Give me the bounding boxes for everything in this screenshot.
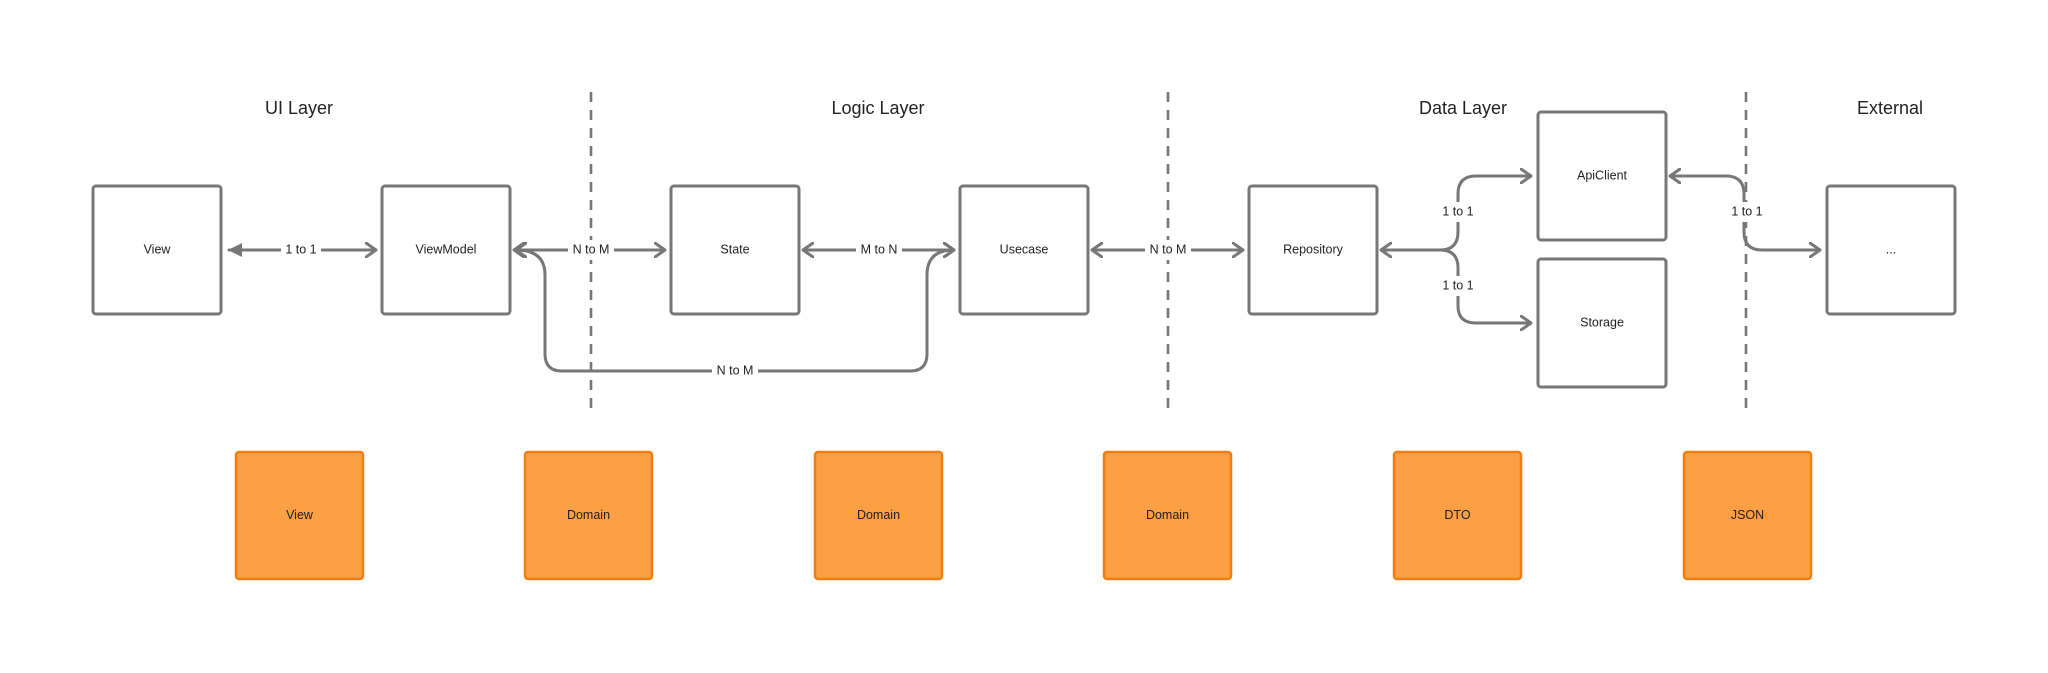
node-usecase: Usecase — [958, 184, 1090, 316]
svg-text:View: View — [144, 242, 172, 256]
svg-text:Storage: Storage — [1580, 315, 1624, 329]
edge-label-view-viewmodel: 1 to 1 — [281, 240, 321, 260]
svg-text:N to M: N to M — [717, 363, 754, 377]
node-view: View — [91, 184, 223, 316]
node-apiclient: ApiClient — [1536, 110, 1668, 242]
svg-text:M to N: M to N — [861, 242, 898, 256]
node-viewmodel: ViewModel — [380, 184, 512, 316]
svg-text:JSON: JSON — [1731, 508, 1764, 522]
svg-text:Usecase: Usecase — [1000, 242, 1049, 256]
type-box-ui: View — [234, 450, 365, 581]
svg-text:1 to 1: 1 to 1 — [285, 242, 316, 256]
layer-title-external: External — [1857, 98, 1923, 118]
node-storage: Storage — [1536, 257, 1668, 389]
svg-text:DTO: DTO — [1444, 508, 1470, 522]
type-box-repository: DTO — [1392, 450, 1523, 581]
type-box-viewmodel: Domain — [523, 450, 654, 581]
node-state: State — [669, 184, 801, 316]
svg-text:N to M: N to M — [1150, 242, 1187, 256]
svg-text:N to M: N to M — [573, 242, 610, 256]
node-external: ... — [1825, 184, 1957, 316]
svg-text:State: State — [720, 242, 749, 256]
svg-text:1 to 1: 1 to 1 — [1442, 278, 1473, 292]
edge-label-usecase-repository: N to M — [1145, 240, 1191, 260]
edge-label-viewmodel-state: N to M — [568, 240, 614, 260]
layer-title-ui: UI Layer — [265, 98, 333, 118]
layer-title-logic: Logic Layer — [831, 98, 924, 118]
svg-text:Repository: Repository — [1283, 242, 1343, 256]
edge-label-state-usecase: M to N — [856, 240, 902, 260]
type-box-external: JSON — [1682, 450, 1813, 581]
edge-label-repository-apiclient: 1 to 1 — [1438, 202, 1478, 222]
edge-label-repository-storage: 1 to 1 — [1438, 276, 1478, 296]
svg-text:ViewModel: ViewModel — [416, 242, 477, 256]
type-box-state: Domain — [813, 450, 944, 581]
svg-text:Domain: Domain — [1146, 508, 1189, 522]
type-box-usecase: Domain — [1102, 450, 1233, 581]
svg-text:...: ... — [1886, 242, 1896, 256]
svg-text:1 to 1: 1 to 1 — [1442, 204, 1473, 218]
edge-label-apiclient-external: 1 to 1 — [1727, 202, 1767, 222]
edge-repository-storage — [1438, 248, 1533, 323]
svg-text:View: View — [286, 508, 314, 522]
svg-text:1 to 1: 1 to 1 — [1731, 204, 1762, 218]
node-repository: Repository — [1247, 184, 1379, 316]
layer-title-data: Data Layer — [1419, 98, 1507, 118]
svg-text:Domain: Domain — [857, 508, 900, 522]
svg-text:ApiClient: ApiClient — [1577, 168, 1628, 182]
svg-text:Domain: Domain — [567, 508, 610, 522]
edge-label-viewmodel-usecase: N to M — [712, 361, 758, 381]
